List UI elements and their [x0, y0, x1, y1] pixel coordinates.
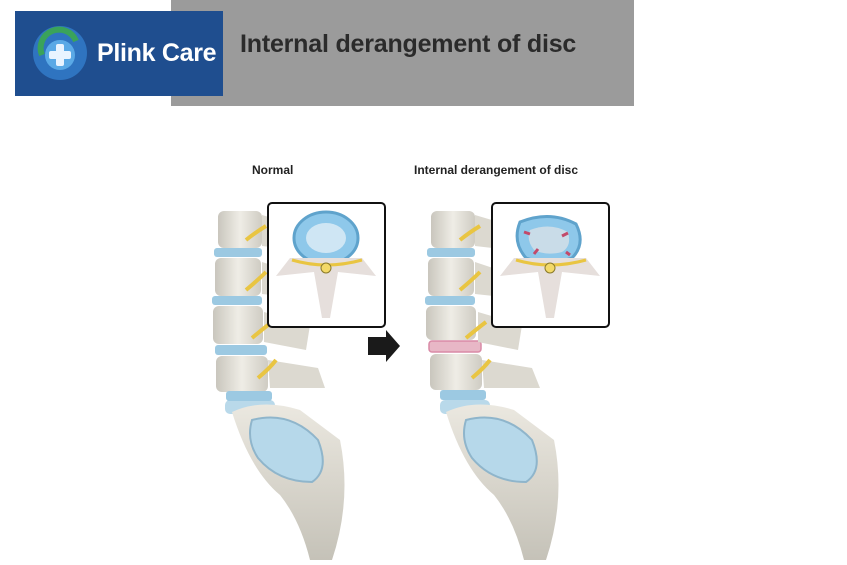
- normal-disc-inset: [267, 202, 386, 328]
- right-arrow-icon: [368, 330, 400, 362]
- derangement-caption: Internal derangement of disc: [414, 163, 579, 177]
- page-title: Internal derangement of disc: [240, 30, 577, 58]
- logo[interactable]: Plink Care: [15, 11, 223, 96]
- header-bar: [171, 0, 634, 106]
- deranged-disc-inset: [491, 202, 610, 328]
- normal-caption: Normal: [252, 163, 294, 177]
- logo-text: Plink Care: [97, 39, 217, 67]
- plus-drop-icon: [33, 26, 87, 80]
